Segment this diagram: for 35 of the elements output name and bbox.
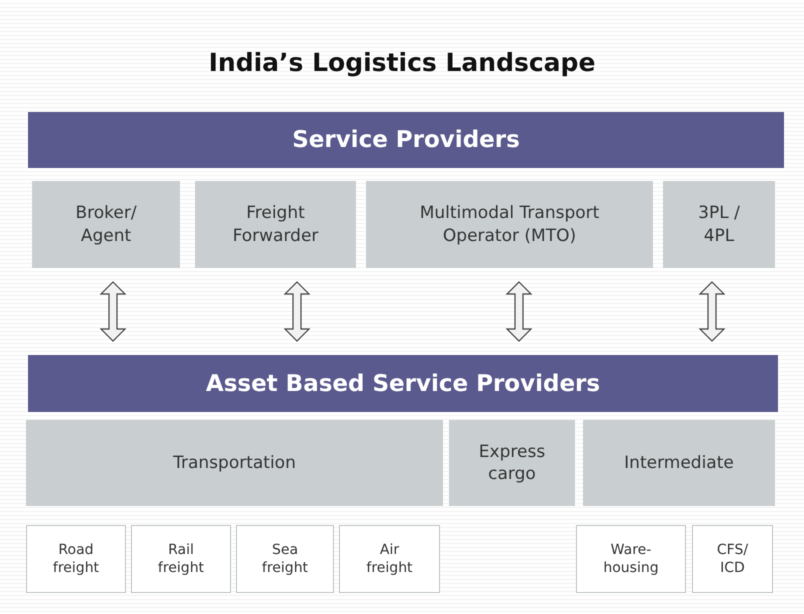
subcategory-box <box>236 525 334 593</box>
double-arrow <box>506 281 532 342</box>
subcategory-box <box>576 525 686 593</box>
box-label: 3PL / 4PL <box>697 202 741 247</box>
header-band <box>28 112 784 168</box>
box-label: Express cargo <box>478 440 546 486</box>
box-label: Service Providers <box>292 127 520 153</box>
box-label: Intermediate <box>624 452 734 474</box>
category-box <box>366 181 653 268</box>
subcategory-box <box>26 525 126 593</box>
box-label: Sea freight <box>260 540 310 578</box>
box-label: Ware- housing <box>602 540 660 578</box>
box-label: Rail freight <box>156 540 206 578</box>
box-label: Freight Forwarder <box>232 202 320 247</box>
box-label: Asset Based Service Providers <box>206 370 600 396</box>
double-arrow <box>698 281 726 342</box>
subcategory-box <box>131 525 231 593</box>
diagram-title: India’s Logistics Landscape <box>208 48 596 77</box>
category-box <box>26 420 443 506</box>
category-box <box>449 420 575 506</box>
header-band <box>28 355 778 412</box>
box-label: Road freight <box>52 540 100 578</box>
category-box <box>663 181 775 268</box>
double-arrow <box>284 281 310 342</box>
box-label: Transportation <box>173 452 296 474</box>
category-box <box>32 181 180 268</box>
box-label: Broker/ Agent <box>74 202 138 247</box>
category-box <box>583 420 775 506</box>
subcategory-box <box>692 525 773 593</box>
subcategory-box <box>339 525 440 593</box>
box-label: CFS/ ICD <box>716 540 750 578</box>
box-label: Air freight <box>365 540 414 578</box>
category-box <box>195 181 356 268</box>
double-arrow <box>100 281 126 342</box>
box-label: Multimodal Transport Operator (MTO) <box>418 202 600 247</box>
